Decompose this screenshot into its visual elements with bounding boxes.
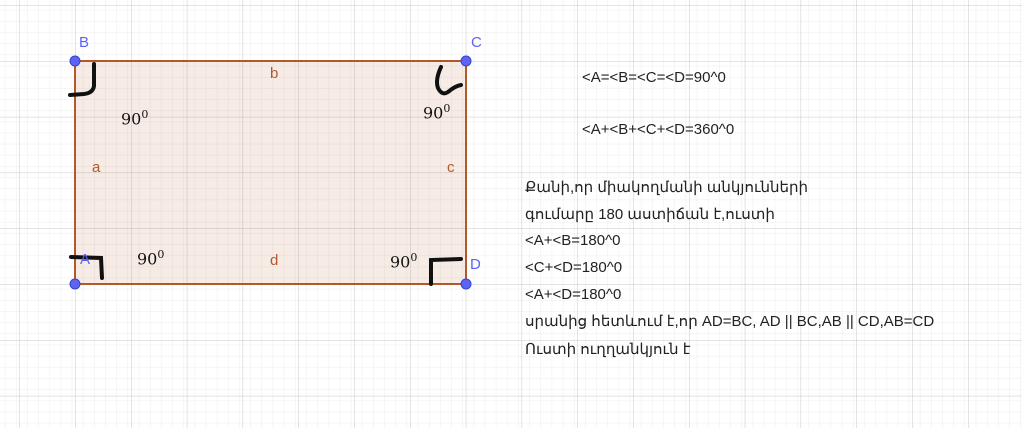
proof-line: սրանից հետևում է,որ AD=BC, AD || BC,AB |… — [525, 313, 935, 330]
label-A: A — [80, 251, 91, 268]
proof-line: Ուստի ուղղանկյուն է — [525, 341, 691, 358]
proof-line: Քանի,որ միակողմանի անկյունների — [525, 179, 809, 196]
segment-label-b: b — [270, 65, 279, 82]
rectangle-ABCD[interactable] — [74, 60, 467, 285]
angle-mark-A — [69, 255, 104, 280]
equation-each-90[interactable]: <A=<B=<C=<D=90^0 — [582, 69, 726, 86]
proof-line: <C+<D=180^0 — [525, 259, 623, 276]
angle-label-A: 900 — [137, 248, 165, 269]
point-D[interactable] — [460, 278, 472, 290]
label-D: D — [470, 256, 481, 273]
proof-line: <A+<D=180^0 — [525, 286, 622, 303]
label-C: C — [471, 34, 482, 51]
angle-label-C: 900 — [423, 102, 451, 123]
angle-mark-D — [429, 257, 463, 286]
segment-label-a: a — [92, 159, 101, 176]
angle-label-B: 900 — [121, 108, 149, 129]
angle-mark-C — [435, 65, 463, 96]
point-B[interactable] — [69, 55, 81, 67]
label-B: B — [79, 34, 90, 51]
proof-line: <A+<B=180^0 — [525, 232, 621, 249]
segment-label-d: d — [270, 252, 279, 269]
point-C[interactable] — [460, 55, 472, 67]
segment-label-c: c — [447, 159, 455, 176]
angle-mark-B — [68, 62, 96, 97]
angle-marks — [68, 62, 463, 286]
equation-sum-360[interactable]: <A+<B+<C+<D=360^0 — [582, 121, 735, 138]
point-A[interactable] — [69, 278, 81, 290]
proof-line: գումարը 180 աստիճան է,ուստի — [525, 206, 775, 223]
angle-label-D: 900 — [390, 251, 418, 272]
